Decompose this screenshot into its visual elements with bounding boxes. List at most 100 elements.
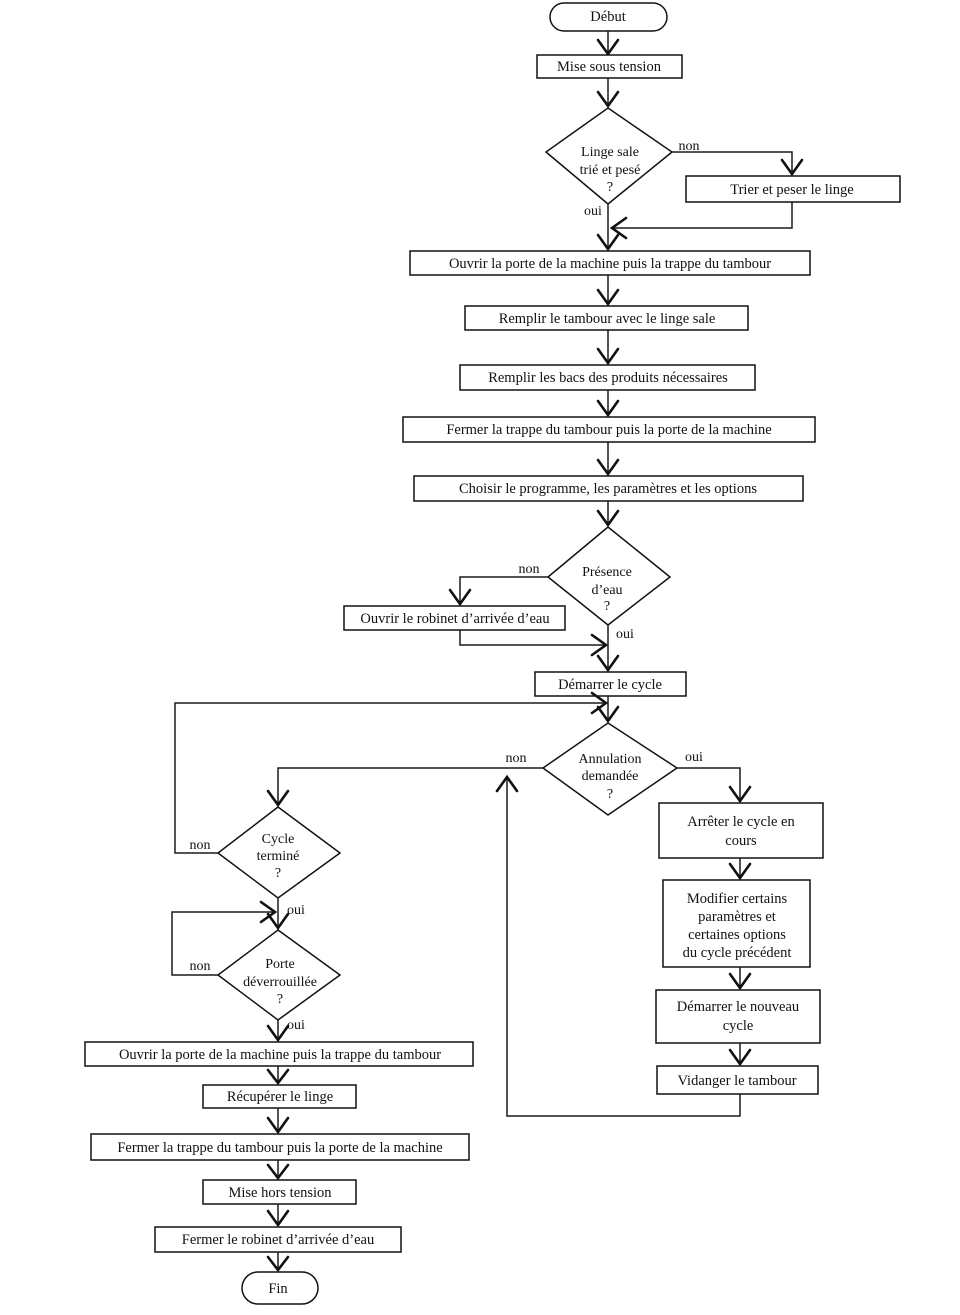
decision-line-3: ? bbox=[275, 866, 281, 881]
step-label-line-1: Arrêter le cycle en bbox=[687, 814, 795, 830]
step-box bbox=[464, 305, 749, 331]
edge-water-no-to-open-tap bbox=[448, 576, 548, 607]
arrowhead bbox=[609, 216, 628, 240]
step-choose-program: Choisir le programme, les paramètres et … bbox=[413, 475, 804, 502]
edge-label-yes: oui bbox=[584, 204, 602, 219]
arrowhead bbox=[266, 1024, 290, 1043]
edge-close-door-to-choose-program bbox=[596, 442, 620, 477]
step-retrieve-laundry: Récupérer le linge bbox=[202, 1084, 357, 1109]
edge-laundry-no-to-sort bbox=[672, 151, 804, 177]
edge-open-tap-return bbox=[459, 630, 609, 657]
step-label: Remplir le tambour avec le linge sale bbox=[499, 311, 716, 327]
edge-drain-return bbox=[495, 774, 741, 1117]
step-drain-drum: Vidanger le tambour bbox=[656, 1065, 819, 1095]
connector-line bbox=[506, 777, 741, 1117]
step-fill-drum: Remplir le tambour avec le linge sale bbox=[464, 305, 749, 331]
step-label: Ouvrir la porte de la machine puis la tr… bbox=[449, 256, 771, 272]
step-label-line-1: Modifier certains bbox=[687, 891, 788, 907]
step-label: Récupérer le linge bbox=[227, 1089, 333, 1105]
edge-close-door-final-to-power-off bbox=[266, 1160, 290, 1181]
arrowhead bbox=[448, 588, 472, 607]
step-label: Mise hors tension bbox=[228, 1185, 332, 1201]
step-box bbox=[658, 802, 824, 859]
step-label: Mise sous tension bbox=[557, 59, 662, 75]
edge-label-yes: oui bbox=[616, 627, 634, 642]
arrowhead bbox=[266, 789, 290, 808]
edge-door-no-loop bbox=[171, 900, 278, 976]
edge-label-yes: oui bbox=[685, 750, 703, 765]
decision-line-1: Annulation bbox=[579, 752, 642, 767]
step-label: Vidanger le tambour bbox=[677, 1073, 796, 1089]
step-label: Fermer la trappe du tambour puis la port… bbox=[446, 422, 771, 438]
step-close-door: Fermer la trappe du tambour puis la port… bbox=[402, 416, 816, 443]
connector-line bbox=[459, 576, 548, 604]
step-box bbox=[534, 671, 687, 697]
edge-modify-to-start-new-cycle bbox=[728, 967, 752, 991]
step-box bbox=[685, 175, 901, 203]
step-label: Ouvrir la porte de la machine puis la tr… bbox=[119, 1047, 441, 1063]
step-label: Choisir le programme, les paramètres et … bbox=[459, 481, 757, 497]
edge-label-no: non bbox=[679, 139, 700, 154]
step-label: Trier et peser le linge bbox=[730, 182, 853, 198]
edge-label-no: non bbox=[506, 751, 527, 766]
decision-line-3: ? bbox=[607, 180, 613, 195]
step-label-line-1: Démarrer le nouveau bbox=[677, 999, 799, 1015]
edge-stop-cycle-to-modify bbox=[728, 858, 752, 881]
step-label: Démarrer le cycle bbox=[558, 677, 662, 693]
step-open-door: Ouvrir la porte de la machine puis la tr… bbox=[409, 250, 811, 276]
step-sort-weigh: Trier et peser le linge bbox=[685, 175, 901, 203]
edge-open-door-to-fill-drum bbox=[596, 275, 620, 307]
edge-cancel-yes-to-stop-cycle bbox=[677, 767, 752, 804]
edge-laundry-yes-to-open-door bbox=[596, 204, 620, 252]
decision-line-1: Présence bbox=[582, 565, 632, 580]
arrowhead bbox=[266, 912, 290, 931]
edge-label-yes: oui bbox=[287, 903, 305, 918]
edge-label-no: non bbox=[190, 959, 211, 974]
arrowhead bbox=[596, 38, 620, 57]
decision-line-2: d’eau bbox=[591, 583, 622, 598]
step-label: Fermer le robinet d’arrivée d’eau bbox=[182, 1232, 374, 1248]
step-label-line-2: cours bbox=[725, 833, 757, 849]
step-label: Fermer la trappe du tambour puis la port… bbox=[117, 1140, 442, 1156]
decision-line-2: terminé bbox=[257, 849, 300, 864]
connector-line bbox=[677, 767, 741, 801]
decision-line-1: Linge sale bbox=[581, 145, 639, 160]
arrowhead bbox=[266, 1255, 290, 1273]
arrowhead bbox=[259, 900, 278, 924]
arrowhead bbox=[780, 158, 804, 177]
decision-laundry-ready: Linge sale trié et pesé ? bbox=[544, 107, 674, 205]
arrowhead bbox=[590, 633, 609, 657]
arrowhead bbox=[596, 509, 620, 528]
step-start-cycle: Démarrer le cycle bbox=[534, 671, 687, 697]
arrowhead bbox=[596, 288, 620, 307]
arrowhead bbox=[266, 1163, 290, 1181]
end-label: Fin bbox=[268, 1281, 288, 1297]
arrowhead bbox=[495, 774, 519, 793]
edge-close-tap-to-end bbox=[266, 1252, 290, 1273]
start-node: Début bbox=[549, 2, 668, 32]
decision-line-1: Porte bbox=[265, 957, 295, 972]
connector-line bbox=[171, 911, 275, 976]
start-label: Début bbox=[590, 9, 625, 25]
edge-cancel-no-to-cycle-finished bbox=[266, 767, 543, 808]
edge-start-to-power-on bbox=[596, 31, 620, 57]
arrowhead bbox=[728, 785, 752, 804]
edge-cycle-no-loop bbox=[174, 691, 609, 854]
edge-open-door-final-to-retrieve bbox=[266, 1066, 290, 1086]
end-node: Fin bbox=[241, 1271, 319, 1305]
step-box bbox=[402, 416, 816, 443]
decision-line-2: demandée bbox=[582, 769, 639, 784]
decision-line-3: ? bbox=[607, 787, 613, 802]
edge-label-no: non bbox=[190, 838, 211, 853]
arrowhead bbox=[266, 1116, 290, 1135]
decision-line-1: Cycle bbox=[262, 832, 295, 847]
arrowhead bbox=[728, 972, 752, 991]
step-box bbox=[343, 605, 566, 631]
step-power-on: Mise sous tension bbox=[536, 54, 683, 79]
decision-cancel-requested: Annulation demandée ? bbox=[541, 722, 679, 816]
edge-retrieve-to-close-door-final bbox=[266, 1108, 290, 1135]
edge-start-new-cycle-to-drain bbox=[728, 1043, 752, 1067]
arrowhead bbox=[596, 399, 620, 418]
arrowhead bbox=[596, 90, 620, 109]
